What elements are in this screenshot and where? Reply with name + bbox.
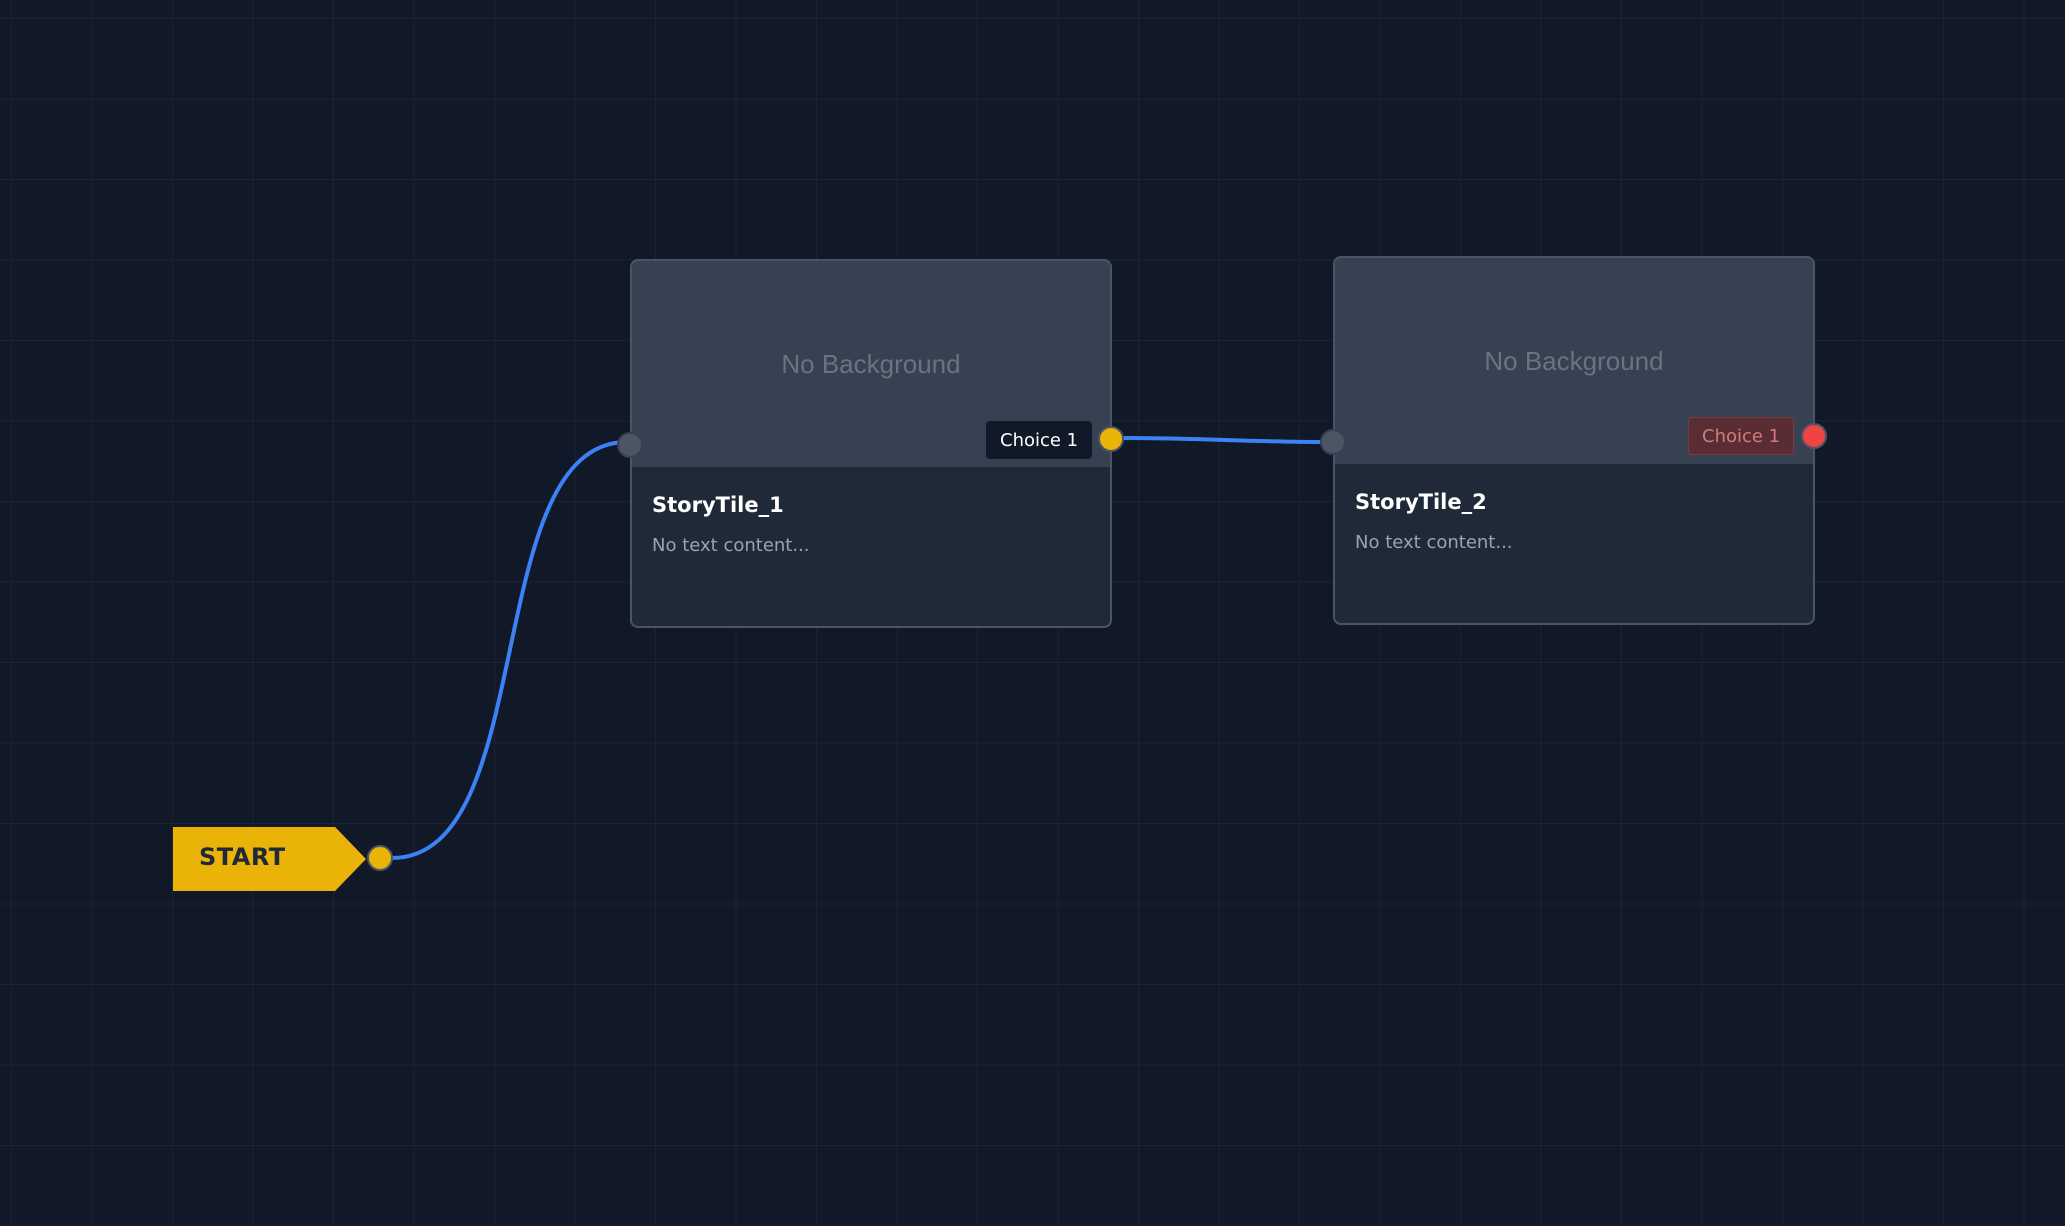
tile-title: StoryTile_2 — [1355, 490, 1487, 514]
start-output-handle[interactable] — [367, 845, 393, 871]
edge-storytile-1-choice-1-to-storytile-2[interactable] — [1124, 438, 1328, 442]
tile-title: StoryTile_1 — [652, 493, 784, 517]
story-tile-1-choice-1-output-handle[interactable] — [1098, 426, 1124, 452]
story-tile-1-input-handle[interactable] — [617, 432, 643, 458]
start-node[interactable]: START — [173, 827, 366, 891]
no-background-label: No Background — [632, 349, 1110, 380]
choice-button[interactable]: Choice 1 — [986, 421, 1092, 459]
no-background-label: No Background — [1335, 346, 1813, 377]
choice-button[interactable]: Choice 1 — [1688, 417, 1794, 455]
edge-start-to-storytile-1[interactable] — [392, 442, 627, 858]
story-tile-2-input-handle[interactable] — [1320, 429, 1346, 455]
tile-text-preview: No text content... — [652, 535, 810, 556]
story-tile-2[interactable]: No Background Choice 1 StoryTile_2 No te… — [1333, 256, 1815, 625]
story-tile-1[interactable]: No Background Choice 1 StoryTile_1 No te… — [630, 259, 1112, 628]
start-label: START — [199, 843, 286, 871]
tile-text-preview: No text content... — [1355, 532, 1513, 553]
story-tile-2-choice-1-output-handle[interactable] — [1801, 423, 1827, 449]
